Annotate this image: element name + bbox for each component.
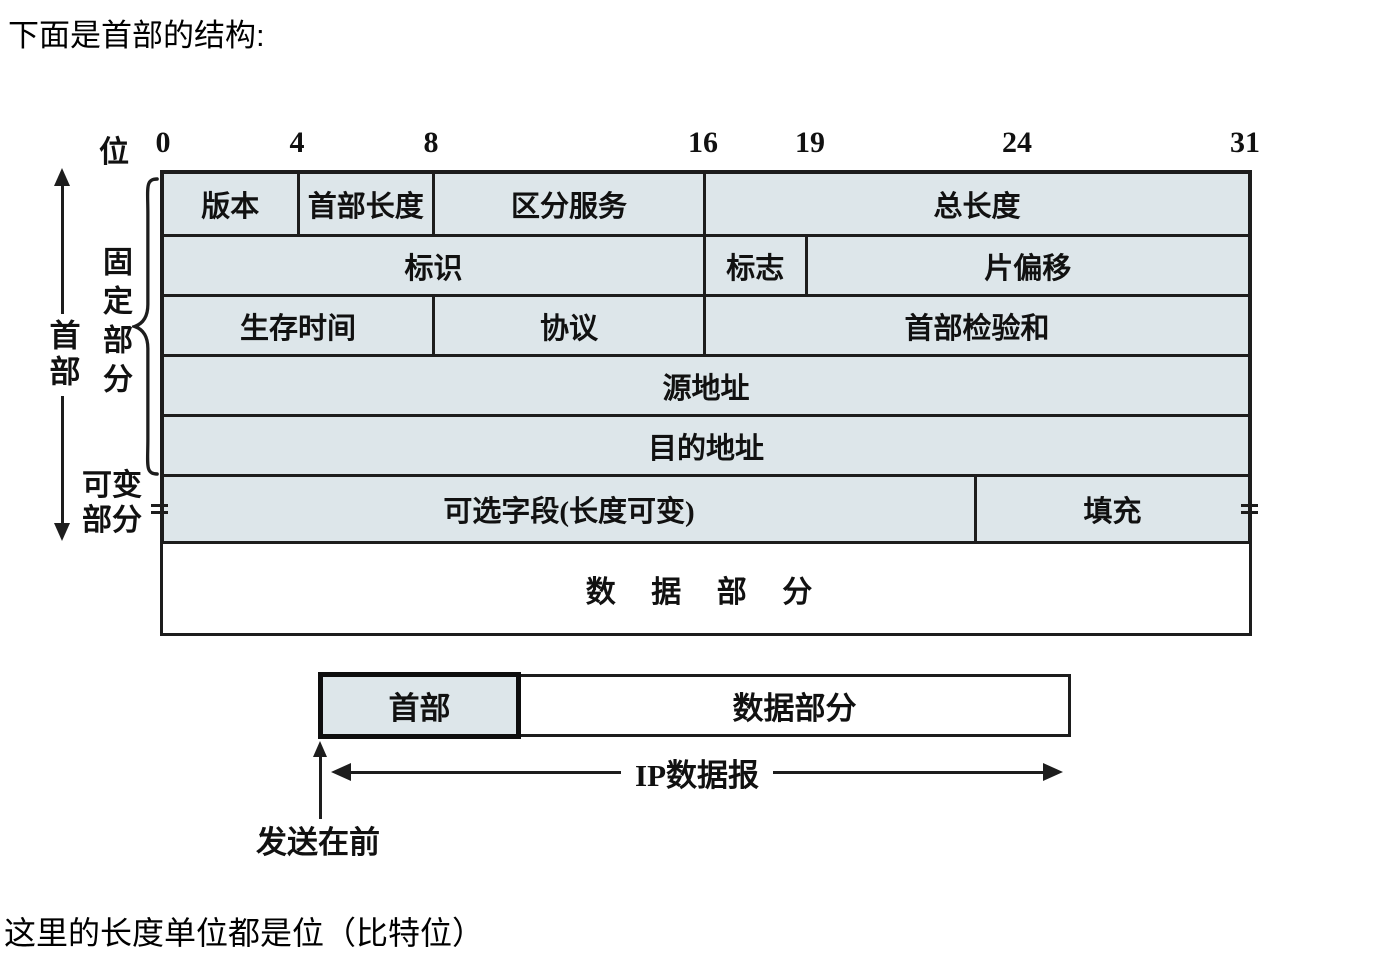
packet-data-box: 数据部分 bbox=[518, 674, 1071, 737]
top-caption: 下面是首部的结构: bbox=[8, 18, 265, 53]
ip-datagram-extent-arrow: IP数据报 bbox=[331, 753, 1063, 793]
fixed-part-label: 固定部分 bbox=[98, 246, 131, 402]
bit-tick-4: 4 bbox=[289, 126, 305, 159]
ip-datagram-label: IP数据报 bbox=[635, 757, 759, 793]
differentiated-services-cell: 区分服务 bbox=[435, 174, 706, 237]
arrow-up-icon bbox=[313, 741, 327, 757]
variable-part-label: 可变 部分 bbox=[82, 469, 142, 537]
arrow-up-icon bbox=[54, 168, 70, 186]
source-address-cell: 源地址 bbox=[164, 357, 1248, 417]
bit-tick-0: 0 bbox=[155, 126, 171, 159]
header-extent-arrow: 首部 bbox=[45, 168, 80, 541]
header-length-cell: 首部长度 bbox=[299, 174, 435, 237]
protocol-cell: 协议 bbox=[435, 297, 706, 357]
break-mark-right-icon bbox=[1241, 500, 1258, 518]
sent-first-label: 发送在前 bbox=[256, 825, 380, 860]
sent-first-arrow bbox=[309, 741, 331, 819]
header-side-label: 首部 bbox=[44, 318, 80, 391]
arrow-left-icon bbox=[331, 763, 351, 781]
bit-tick-16: 16 bbox=[688, 126, 718, 159]
bit-tick-8: 8 bbox=[423, 126, 439, 159]
arrow-right-icon bbox=[1043, 763, 1063, 781]
identification-cell: 标识 bbox=[164, 237, 706, 297]
arrow-down-icon bbox=[54, 523, 70, 541]
ttl-cell: 生存时间 bbox=[164, 297, 435, 357]
fragment-offset-cell: 片偏移 bbox=[807, 237, 1248, 297]
bit-unit-label: 位 bbox=[99, 136, 129, 169]
destination-address-cell: 目的地址 bbox=[164, 417, 1248, 477]
padding-cell: 填充 bbox=[1083, 496, 1142, 528]
header-checksum-cell: 首部检验和 bbox=[706, 297, 1248, 357]
break-mark-left-icon bbox=[151, 500, 168, 518]
options-cell: 可选字段(长度可变) bbox=[164, 477, 977, 541]
packet-header-box: 首部 bbox=[318, 672, 521, 739]
fixed-part-brace-icon bbox=[132, 177, 159, 476]
bit-tick-19: 19 bbox=[795, 126, 825, 159]
bit-tick-31: 31 bbox=[1230, 126, 1260, 159]
version-cell: 版本 bbox=[164, 174, 300, 237]
total-length-cell: 总长度 bbox=[706, 174, 1248, 237]
flags-cell: 标志 bbox=[706, 237, 808, 297]
bit-tick-24: 24 bbox=[1002, 126, 1032, 159]
data-section-row: 数 据 部 分 bbox=[160, 541, 1252, 636]
bottom-caption: 这里的长度单位都是位（比特位） bbox=[4, 915, 485, 951]
header-fields-table: 版本 首部长度 区分服务 总长度 标识 标志 片偏移 生存时间 协议 首部检验和… bbox=[160, 170, 1252, 545]
